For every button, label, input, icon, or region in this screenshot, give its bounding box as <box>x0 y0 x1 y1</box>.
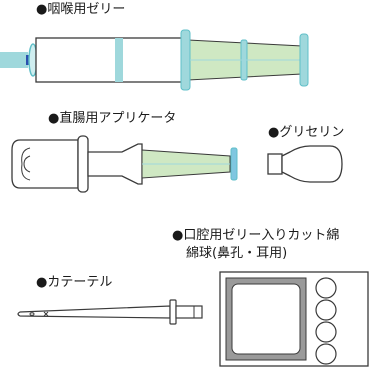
catheter-tube <box>17 305 171 319</box>
applicator-neck <box>77 135 89 193</box>
label-glycerin: ●グリセリン <box>268 125 345 140</box>
nozzle-cap <box>230 147 238 181</box>
cotton-ball-3 <box>315 321 337 343</box>
rectal-applicator <box>11 135 238 193</box>
glycerin-cap <box>267 153 283 175</box>
barrel-collar <box>180 29 191 91</box>
cotton-tray <box>219 271 369 367</box>
applicator-body <box>87 143 143 185</box>
label-oral-jelly-line1: ●口腔用ゼリー入りカット綿 <box>172 228 340 243</box>
catheter-connector <box>175 305 203 319</box>
label-rectal-applicator: ●直腸用アプリケータ <box>48 111 177 126</box>
syringe-plunger-stub <box>0 52 28 68</box>
tip-end-cap <box>299 33 309 87</box>
catheter-flange <box>169 299 177 325</box>
bulb-groove-3 <box>21 163 31 181</box>
label-catheter: ●カテーテル <box>36 275 113 290</box>
glycerin-body <box>281 145 343 183</box>
cotton-ball-4 <box>315 343 337 365</box>
bulb-groove-1 <box>21 147 31 165</box>
throat-jelly-syringe <box>0 29 309 91</box>
catheter <box>17 299 203 325</box>
catheter-mark-2 <box>43 311 49 317</box>
bulb-groove-4 <box>23 163 31 173</box>
cut-cotton-pad <box>231 283 301 355</box>
label-oral-jelly-line2: 綿球(鼻孔・耳用) <box>186 246 288 261</box>
cotton-ball-1 <box>315 277 337 299</box>
barrel-band <box>115 38 123 82</box>
cotton-ball-2 <box>315 299 337 321</box>
label-throat-jelly: ●咽喉用ゼリー <box>36 2 126 17</box>
applicator-bulb <box>11 139 79 189</box>
syringe-barrel <box>35 37 185 83</box>
bulb-groove-2 <box>23 155 31 165</box>
catheter-eyelet <box>29 312 35 316</box>
glycerin-bottle <box>267 145 343 183</box>
